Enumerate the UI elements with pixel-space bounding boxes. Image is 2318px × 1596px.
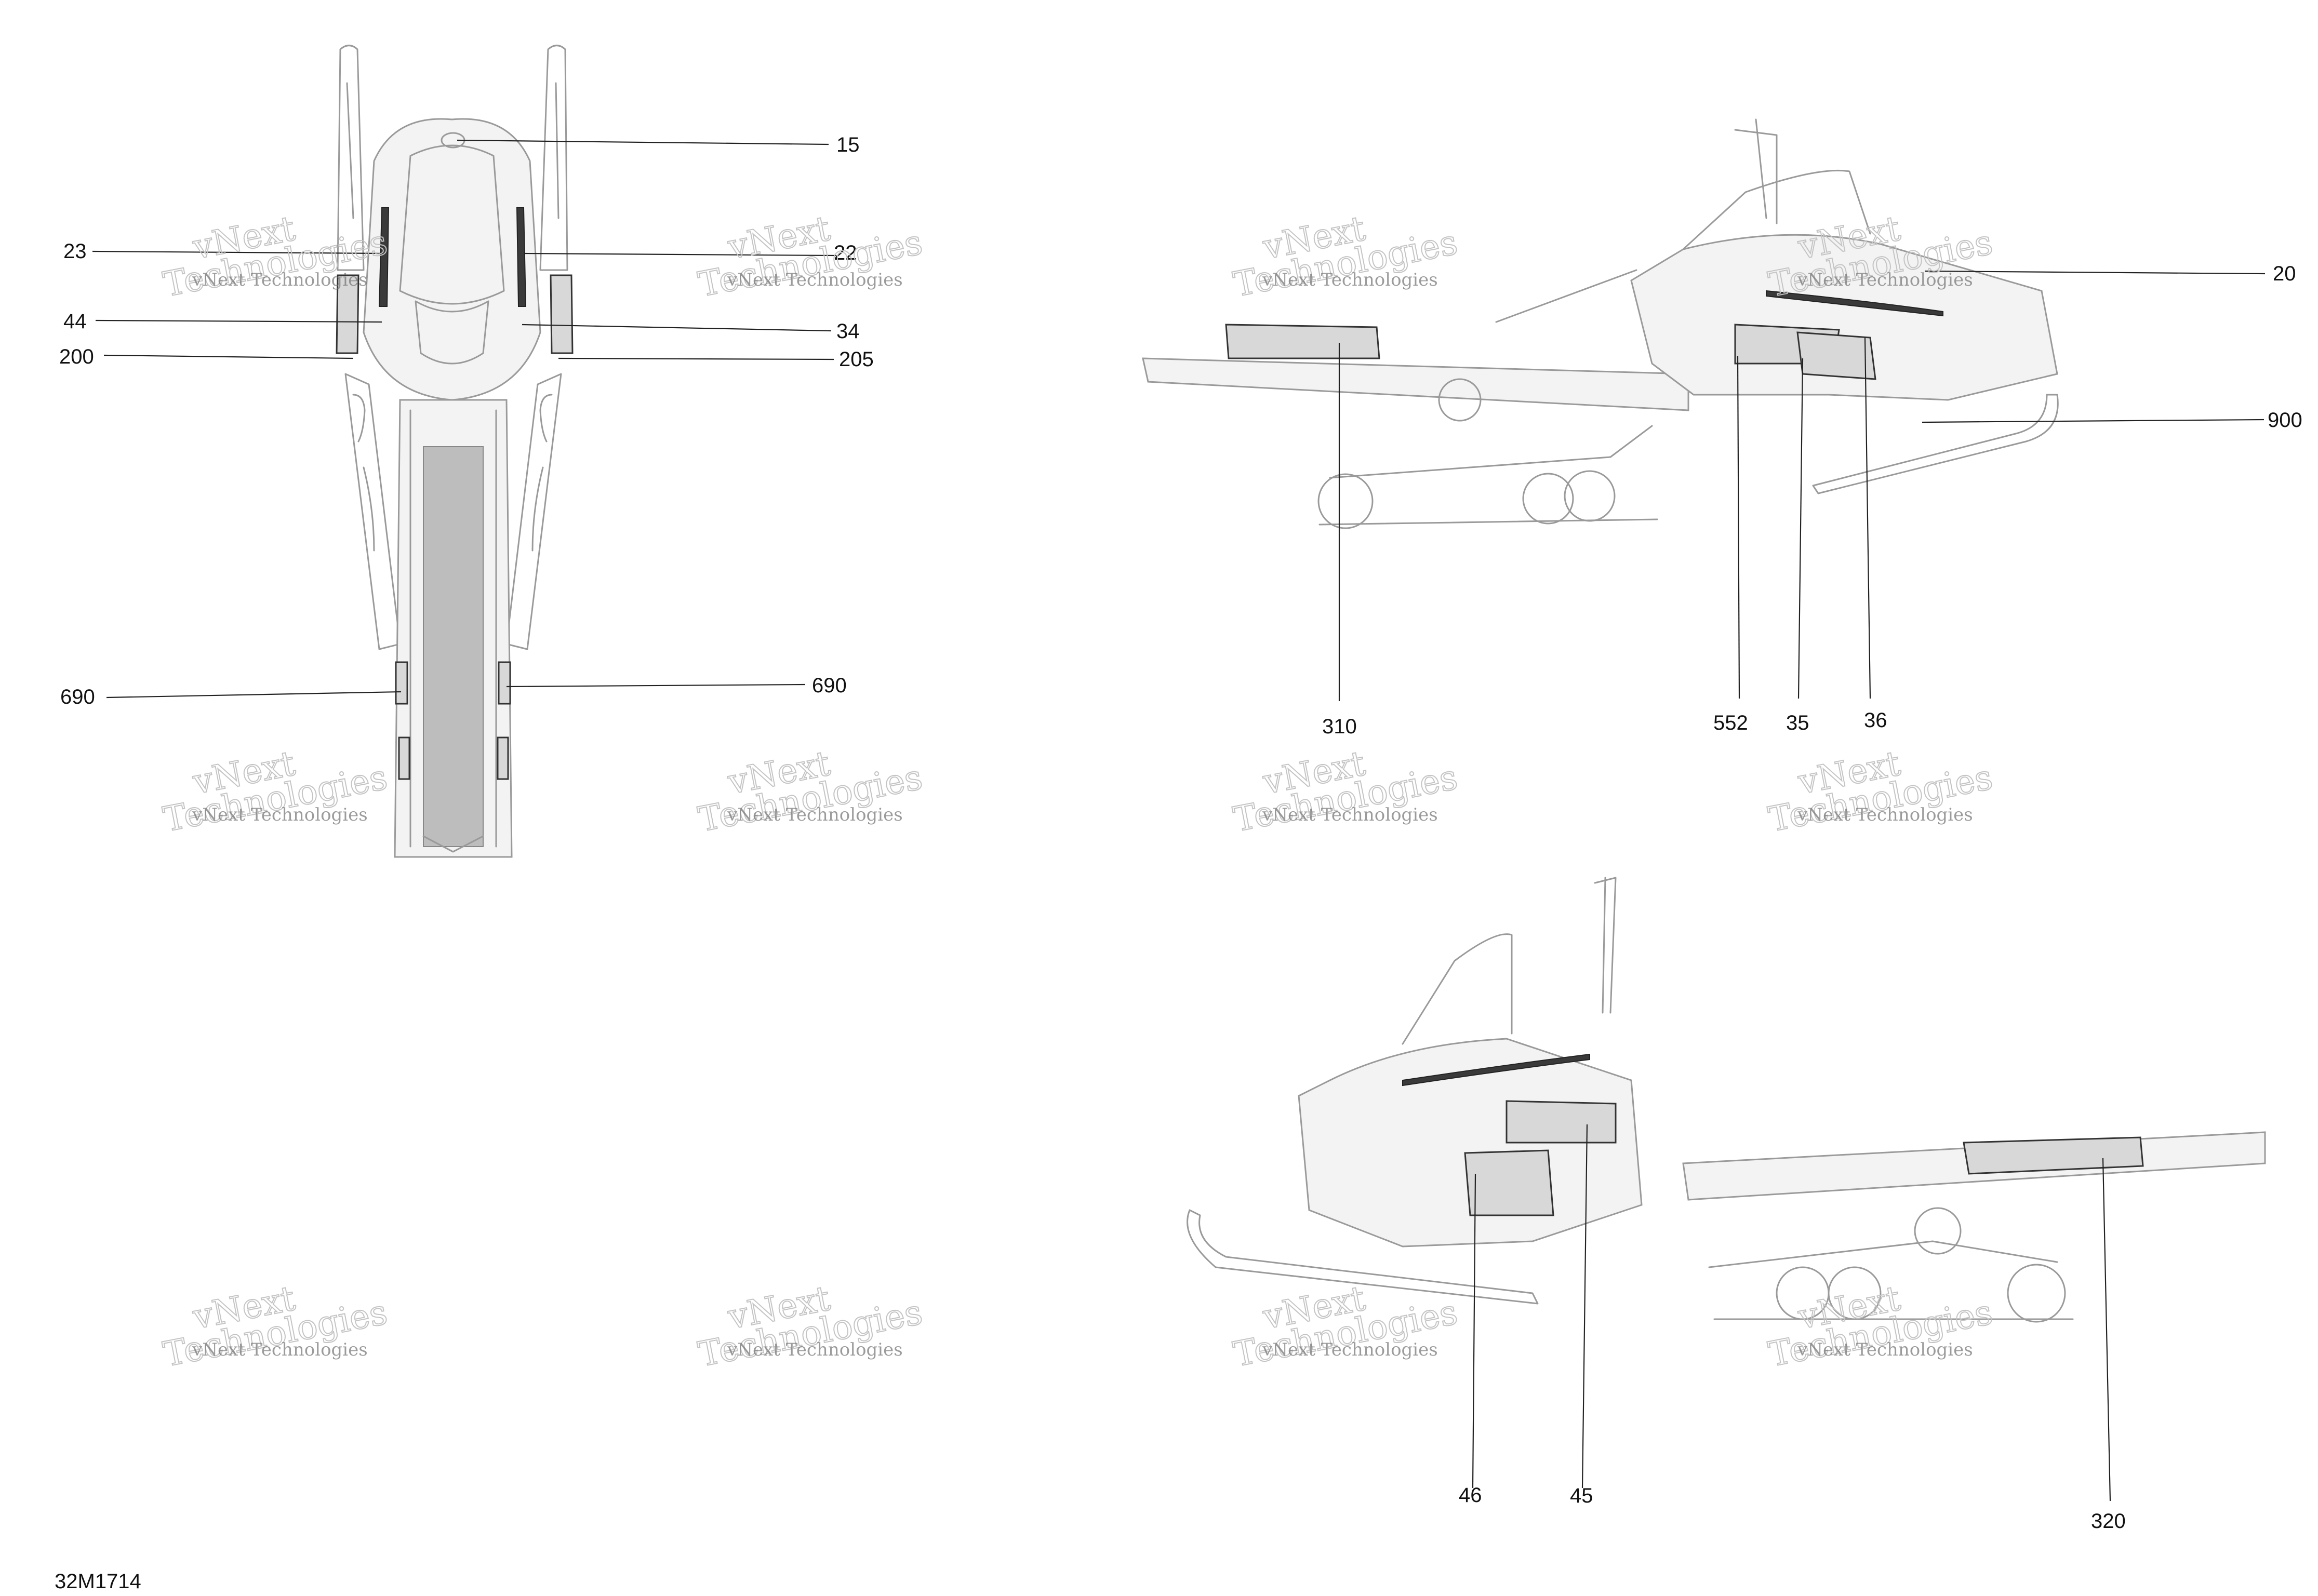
watermark: vNext Technologies vNext Technologies [1765, 1278, 1996, 1375]
callouts-left-side-view: 46 45 320 [1459, 1484, 2126, 1533]
watermark: vNext Technologies vNext Technologies [159, 1278, 391, 1375]
callouts-top-view: 15 23 22 44 34 200 205 690 690 [59, 133, 874, 708]
svg-text:vNext Technologies: vNext Technologies [1797, 270, 1973, 290]
watermark: vNext Technologies vNext Technologies [695, 1278, 926, 1375]
svg-text:vNext Technologies: vNext Technologies [1262, 804, 1438, 825]
callout-20: 20 [2273, 262, 2296, 285]
snowmobile-left-side-view [1187, 877, 2266, 1323]
leaders-left-side-view [1472, 1124, 2111, 1501]
watermarks: vNext Technologies vNext Technologies vN… [159, 208, 1996, 1375]
callout-34: 34 [836, 320, 860, 343]
callout-15: 15 [836, 133, 860, 156]
callout-46: 46 [1459, 1484, 1482, 1507]
leaders-right-side-view [1338, 270, 2266, 701]
watermark: vNext Technologies vNext Technologies [1230, 743, 1461, 840]
callout-205: 205 [839, 348, 874, 371]
svg-text:vNext Technologies: vNext Technologies [1262, 1339, 1438, 1360]
svg-text:vNext Technologies: vNext Technologies [727, 1339, 903, 1360]
watermark: vNext Technologies vNext Technologies [695, 208, 926, 305]
callout-45: 45 [1570, 1484, 1593, 1507]
svg-text:vNext Technologies: vNext Technologies [1797, 804, 1973, 825]
callout-310: 310 [1322, 715, 1357, 738]
watermark: vNext Technologies vNext Technologies [1230, 208, 1461, 305]
watermark: vNext Technologies vNext Technologies [159, 208, 391, 305]
svg-text:vNext Technologies: vNext Technologies [727, 804, 903, 825]
callout-690-right: 690 [812, 674, 847, 697]
callout-35: 35 [1786, 712, 1809, 734]
callout-690-left: 690 [60, 686, 95, 708]
callout-900: 900 [2268, 409, 2302, 432]
watermark: vNext Technologies vNext Technologies [695, 743, 926, 840]
callout-44: 44 [63, 310, 87, 333]
svg-text:vNext Technologies: vNext Technologies [192, 804, 368, 825]
snowmobile-right-side-view [1142, 118, 2059, 529]
callout-36: 36 [1864, 709, 1887, 732]
leaders-top-view [92, 139, 837, 699]
callout-22: 22 [834, 242, 857, 264]
watermark: vNext Technologies vNext Technologies [159, 743, 391, 840]
svg-text:vNext Technologies: vNext Technologies [727, 270, 903, 290]
svg-text:vNext Technologies: vNext Technologies [1797, 1339, 1973, 1360]
callout-552: 552 [1713, 712, 1748, 734]
callouts-right-side-view: 20 900 310 552 35 36 [1322, 262, 2302, 738]
callout-23: 23 [63, 240, 87, 263]
callout-320: 320 [2091, 1510, 2126, 1533]
svg-text:vNext Technologies: vNext Technologies [192, 270, 368, 290]
svg-text:vNext Technologies: vNext Technologies [192, 1339, 368, 1360]
figure-code: 32M1714 [55, 1570, 141, 1593]
watermark: vNext Technologies vNext Technologies [1765, 743, 1996, 840]
watermark: vNext Technologies vNext Technologies [1230, 1278, 1461, 1375]
snowmobile-top-view [336, 45, 574, 858]
svg-text:vNext Technologies: vNext Technologies [1262, 270, 1438, 290]
callout-200: 200 [59, 345, 94, 368]
